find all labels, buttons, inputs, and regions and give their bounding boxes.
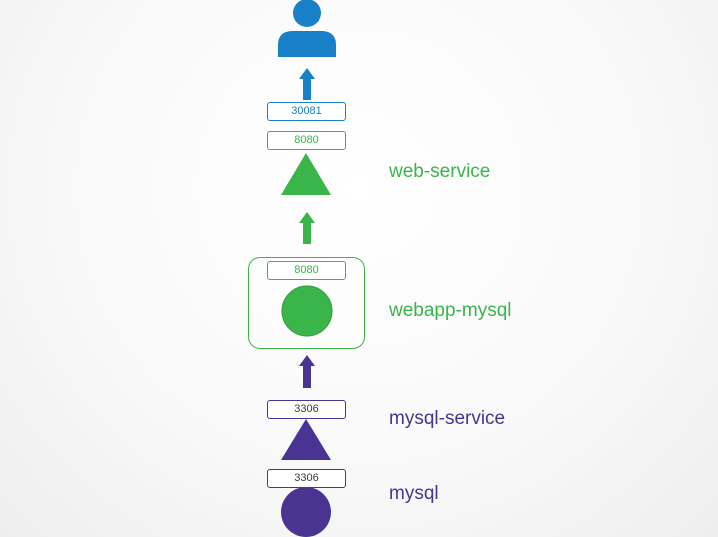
- web-service-label: web-service: [389, 161, 491, 182]
- web-service-port-box: 8080: [267, 131, 346, 150]
- mysql-pod-port-box: 3306: [267, 469, 346, 488]
- arrow-up-icon-purple: [299, 355, 315, 388]
- mysql-pod-port: 3306: [294, 472, 319, 484]
- webapp-pod-port-box: 8080: [267, 261, 346, 280]
- user-icon: [278, 0, 336, 57]
- mysql-service-port: 3306: [294, 403, 319, 415]
- web-service-triangle-icon: [281, 153, 331, 195]
- mysql-pod-label: mysql: [389, 483, 439, 504]
- mysql-pod-circle-icon: [281, 487, 331, 537]
- user-icon-body: [278, 31, 336, 57]
- user-icon-head: [293, 0, 321, 27]
- web-service-node-port: 30081: [291, 105, 322, 117]
- webapp-pod-frame: [248, 257, 365, 349]
- mysql-service-port-box: 3306: [267, 400, 346, 419]
- mysql-service-triangle-icon: [281, 419, 331, 460]
- mysql-service-label: mysql-service: [389, 408, 506, 429]
- webapp-pod-circle-icon: [281, 285, 333, 337]
- arrow-up-icon: [299, 68, 315, 100]
- arrow-up-icon-blue: [299, 68, 315, 100]
- webapp-pod-label: webapp-mysql: [389, 300, 512, 321]
- web-service-port: 8080: [294, 134, 319, 146]
- webapp-pod-port: 8080: [294, 264, 319, 276]
- arrow-up-icon-green: [299, 212, 315, 244]
- web-service-node-port-box: 30081: [267, 102, 346, 121]
